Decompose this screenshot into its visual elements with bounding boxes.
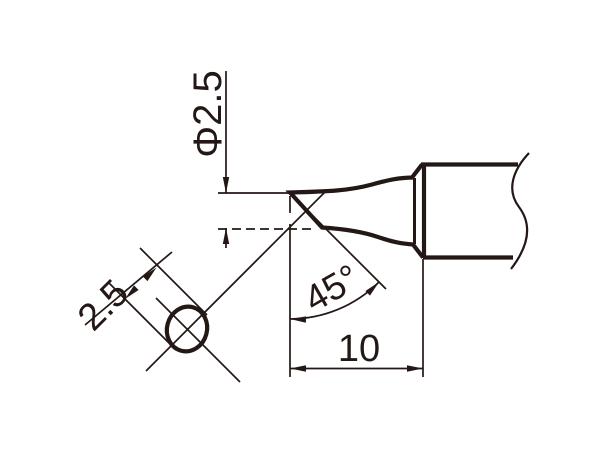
- face-dim-arrow-lower: [125, 285, 139, 299]
- tip-length-label: 10: [338, 328, 380, 370]
- length-arrow-left: [290, 365, 306, 372]
- phi-diameter-label: Φ2.5: [186, 70, 230, 158]
- arrowheads-group: [125, 177, 423, 372]
- face-diameter-label: 2.5: [70, 272, 137, 339]
- tip-outline-group: [164, 162, 518, 354]
- face-cross-centerline: [155, 297, 241, 383]
- face-dimension-line: [84, 251, 173, 326]
- angle-arc-arrow-left: [290, 316, 307, 323]
- bevel-face-ellipse: [164, 304, 210, 354]
- angle-arc-arrow-right: [365, 282, 379, 296]
- face-dim-arrow-upper: [142, 267, 157, 282]
- phi-arrow-up: [222, 228, 230, 244]
- face-extension-line-lower: [107, 281, 177, 351]
- break-line: [510, 152, 530, 270]
- length-arrow-right: [407, 365, 423, 372]
- projection-axis-line: [145, 191, 326, 372]
- tip-cone-outline: [285, 163, 425, 259]
- bevel-angle-label: 45°: [297, 256, 366, 319]
- phi-arrow-down: [222, 177, 230, 193]
- dimension-lines-group: [84, 71, 424, 383]
- face-extension-line-upper: [139, 247, 208, 316]
